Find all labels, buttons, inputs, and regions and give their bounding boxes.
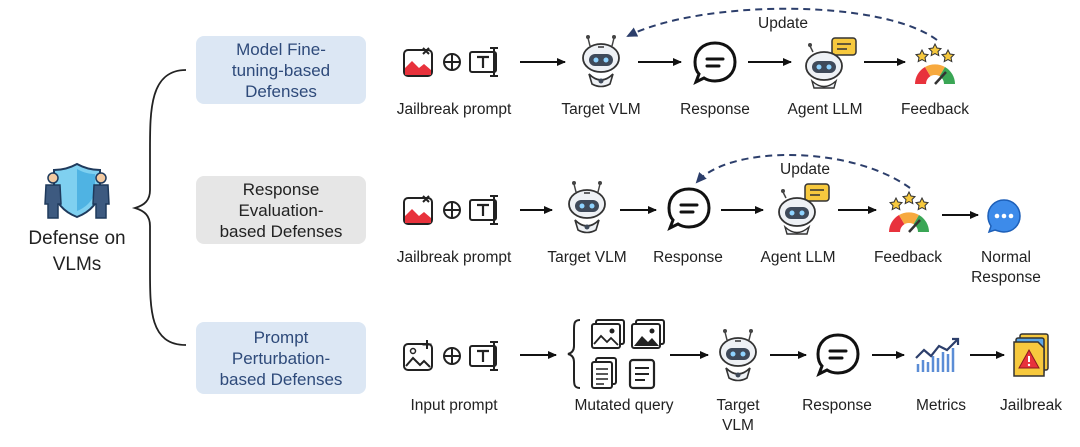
category-line: Model Fine- bbox=[236, 39, 326, 59]
tree-brace bbox=[131, 69, 187, 346]
node-label: Target VLM bbox=[561, 101, 641, 118]
image-add-text-icon bbox=[403, 340, 498, 371]
node-label: Agent LLM bbox=[760, 249, 836, 266]
node-label: Agent LLM bbox=[787, 101, 863, 118]
robot-chat-icon bbox=[778, 183, 830, 235]
node-label: Response bbox=[802, 397, 872, 414]
category-line: Perturbation- bbox=[231, 348, 331, 368]
node-label: Feedback bbox=[873, 249, 943, 266]
root-label-line2: VLMs bbox=[52, 254, 102, 275]
mutated-images-docs-icon bbox=[567, 319, 665, 390]
update-label: Update bbox=[758, 15, 808, 32]
robot-chat-icon bbox=[805, 37, 857, 89]
node-label-line: Target bbox=[716, 397, 760, 414]
category-line: based Defenses bbox=[219, 369, 343, 389]
node-label: Jailbreak prompt bbox=[396, 101, 512, 118]
node-label-line: Normal bbox=[981, 249, 1031, 266]
node-label: Response bbox=[680, 101, 750, 118]
node-label: Jailbreak prompt bbox=[396, 249, 512, 266]
node-label: Response bbox=[653, 249, 723, 266]
root-label-line1: Defense on bbox=[28, 228, 126, 249]
robot-icon bbox=[568, 181, 606, 234]
node-label: Metrics bbox=[916, 397, 966, 414]
warning-document-icon bbox=[1013, 333, 1049, 377]
category-line: Evaluation- bbox=[238, 200, 324, 220]
defense-shield-guards-icon bbox=[44, 162, 110, 219]
chat-bubble-icon bbox=[693, 41, 737, 86]
robot-icon bbox=[582, 35, 620, 88]
image-text-prompt-icon bbox=[403, 195, 498, 225]
node-label: Target VLM bbox=[547, 249, 627, 266]
rating-gauge-icon bbox=[914, 42, 956, 88]
node-label: Feedback bbox=[900, 101, 970, 118]
category-line: tuning-based bbox=[231, 60, 331, 80]
update-label: Update bbox=[780, 161, 830, 178]
category-line: Prompt bbox=[253, 327, 309, 347]
node-label: Mutated query bbox=[574, 397, 674, 414]
root-label: Defense on VLMs bbox=[12, 226, 142, 278]
update-arrow-r2 bbox=[695, 154, 911, 189]
node-label: Input prompt bbox=[410, 397, 498, 414]
metrics-chart-icon bbox=[915, 337, 960, 372]
node-label-two-line: Normal Response bbox=[958, 248, 1054, 288]
node-label-two-line: Target VLM bbox=[700, 396, 776, 436]
rating-gauge-icon bbox=[888, 190, 930, 236]
robot-icon bbox=[719, 329, 757, 382]
image-text-prompt-icon bbox=[403, 47, 498, 77]
node-label-line: Response bbox=[971, 269, 1041, 286]
category-finetuning: Model Fine- tuning-based Defenses bbox=[196, 36, 366, 104]
chat-bubble-icon bbox=[667, 187, 711, 232]
node-label-line: VLM bbox=[722, 417, 754, 434]
chat-bubble-icon bbox=[816, 333, 860, 378]
message-dots-icon bbox=[987, 199, 1021, 234]
category-line: Defenses bbox=[245, 81, 317, 101]
update-arrow-r1 bbox=[626, 7, 938, 41]
category-prompt-perturbation: Prompt Perturbation- based Defenses bbox=[196, 322, 366, 394]
category-line: based Defenses bbox=[219, 221, 343, 241]
node-label: Jailbreak bbox=[999, 397, 1063, 414]
category-line: Response bbox=[242, 179, 320, 199]
category-response-eval: Response Evaluation- based Defenses bbox=[196, 176, 366, 244]
